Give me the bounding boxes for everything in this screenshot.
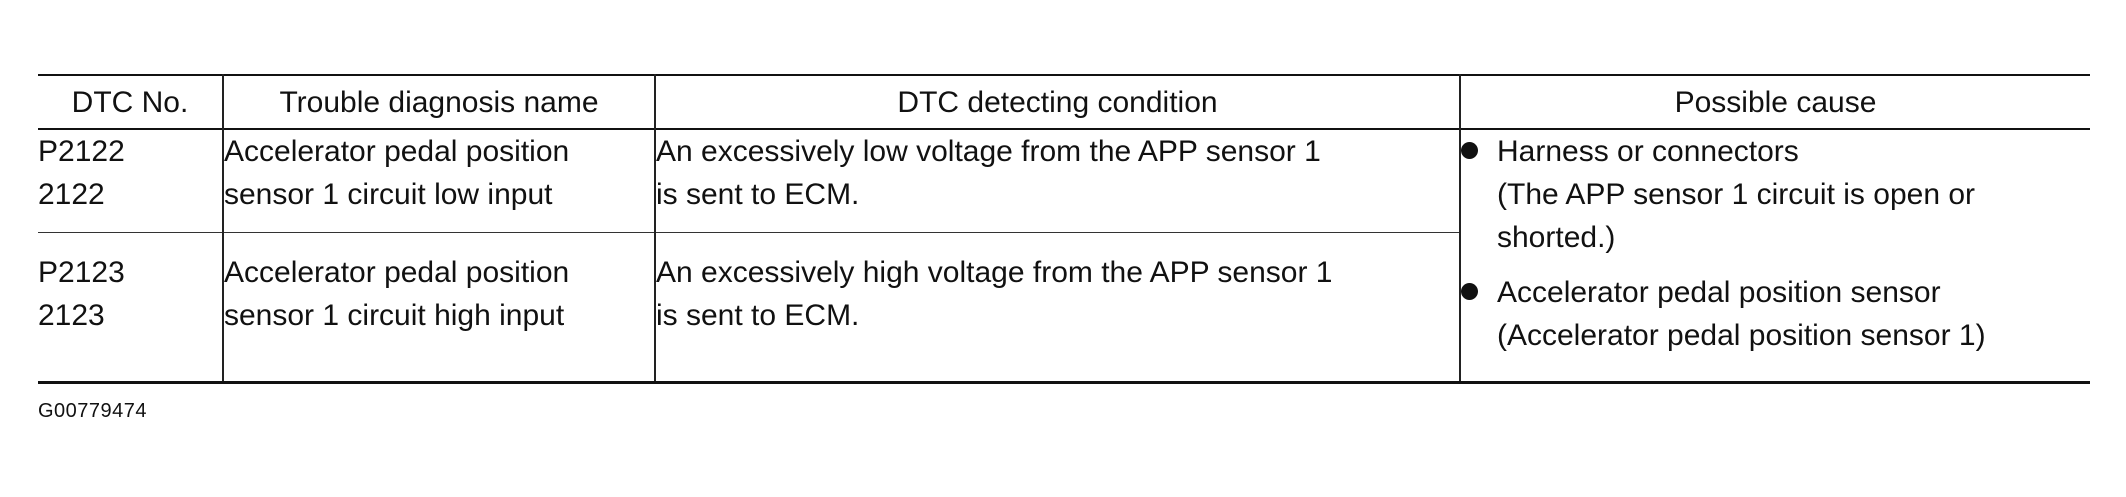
cause-list-item: Accelerator pedal position sensor (Accel… bbox=[1461, 271, 2090, 357]
dtc-number-cell: P2123 2123 bbox=[38, 233, 223, 383]
header-possible-cause: Possible cause bbox=[1459, 75, 2090, 129]
trouble-name-line: sensor 1 circuit low input bbox=[224, 178, 553, 211]
trouble-name-cell: Accelerator pedal position sensor 1 circ… bbox=[222, 129, 655, 233]
possible-cause-cell: Harness or connectors (The APP sensor 1 … bbox=[1459, 129, 2090, 383]
cause-list-item: Harness or connectors (The APP sensor 1 … bbox=[1461, 130, 2090, 259]
trouble-name-line: Accelerator pedal position bbox=[224, 256, 570, 289]
figure-id: G00779474 bbox=[38, 400, 148, 422]
trouble-name-line: sensor 1 circuit high input bbox=[224, 299, 565, 332]
header-trouble-diagnosis-name: Trouble diagnosis name bbox=[222, 75, 655, 129]
table-header-row: DTC No. Trouble diagnosis name DTC detec… bbox=[38, 75, 2090, 129]
detecting-condition-cell: An excessively low voltage from the APP … bbox=[654, 129, 1460, 233]
condition-line: An excessively high voltage from the APP… bbox=[656, 256, 1333, 289]
dtc-number-cell: P2122 2122 bbox=[38, 129, 223, 233]
header-dtc-detecting-condition: DTC detecting condition bbox=[654, 75, 1460, 129]
detecting-condition-cell: An excessively high voltage from the APP… bbox=[654, 232, 1460, 383]
bullet-icon bbox=[1461, 142, 1478, 159]
cause-line: Accelerator pedal position sensor bbox=[1497, 276, 1941, 309]
cause-line: (The APP sensor 1 circuit is open or bbox=[1497, 178, 1976, 211]
dtc-table-container: DTC No. Trouble diagnosis name DTC detec… bbox=[38, 74, 2090, 384]
condition-line: is sent to ECM. bbox=[656, 299, 860, 332]
header-dtc-no: DTC No. bbox=[71, 85, 189, 119]
dtc-code-alt: 2122 bbox=[38, 178, 105, 211]
cause-line: Harness or connectors bbox=[1497, 135, 1799, 168]
table-row: P2122 2122 Accelerator pedal position se… bbox=[38, 129, 2090, 383]
condition-line: An excessively low voltage from the APP … bbox=[656, 135, 1321, 168]
dtc-code: P2123 bbox=[38, 256, 125, 289]
trouble-name-cell: Accelerator pedal position sensor 1 circ… bbox=[222, 232, 655, 383]
cause-line: shorted.) bbox=[1497, 221, 1616, 254]
table-row: P2123 2123 Accelerator pedal position se… bbox=[38, 232, 2090, 383]
dtc-table: DTC No. Trouble diagnosis name DTC detec… bbox=[38, 74, 2090, 384]
cause-line: (Accelerator pedal position sensor 1) bbox=[1497, 319, 1986, 352]
bullet-icon bbox=[1461, 283, 1478, 300]
dtc-code-alt: 2123 bbox=[38, 299, 105, 332]
condition-line: is sent to ECM. bbox=[656, 178, 860, 211]
trouble-name-line: Accelerator pedal position bbox=[224, 135, 570, 168]
dtc-code: P2122 bbox=[38, 135, 125, 168]
